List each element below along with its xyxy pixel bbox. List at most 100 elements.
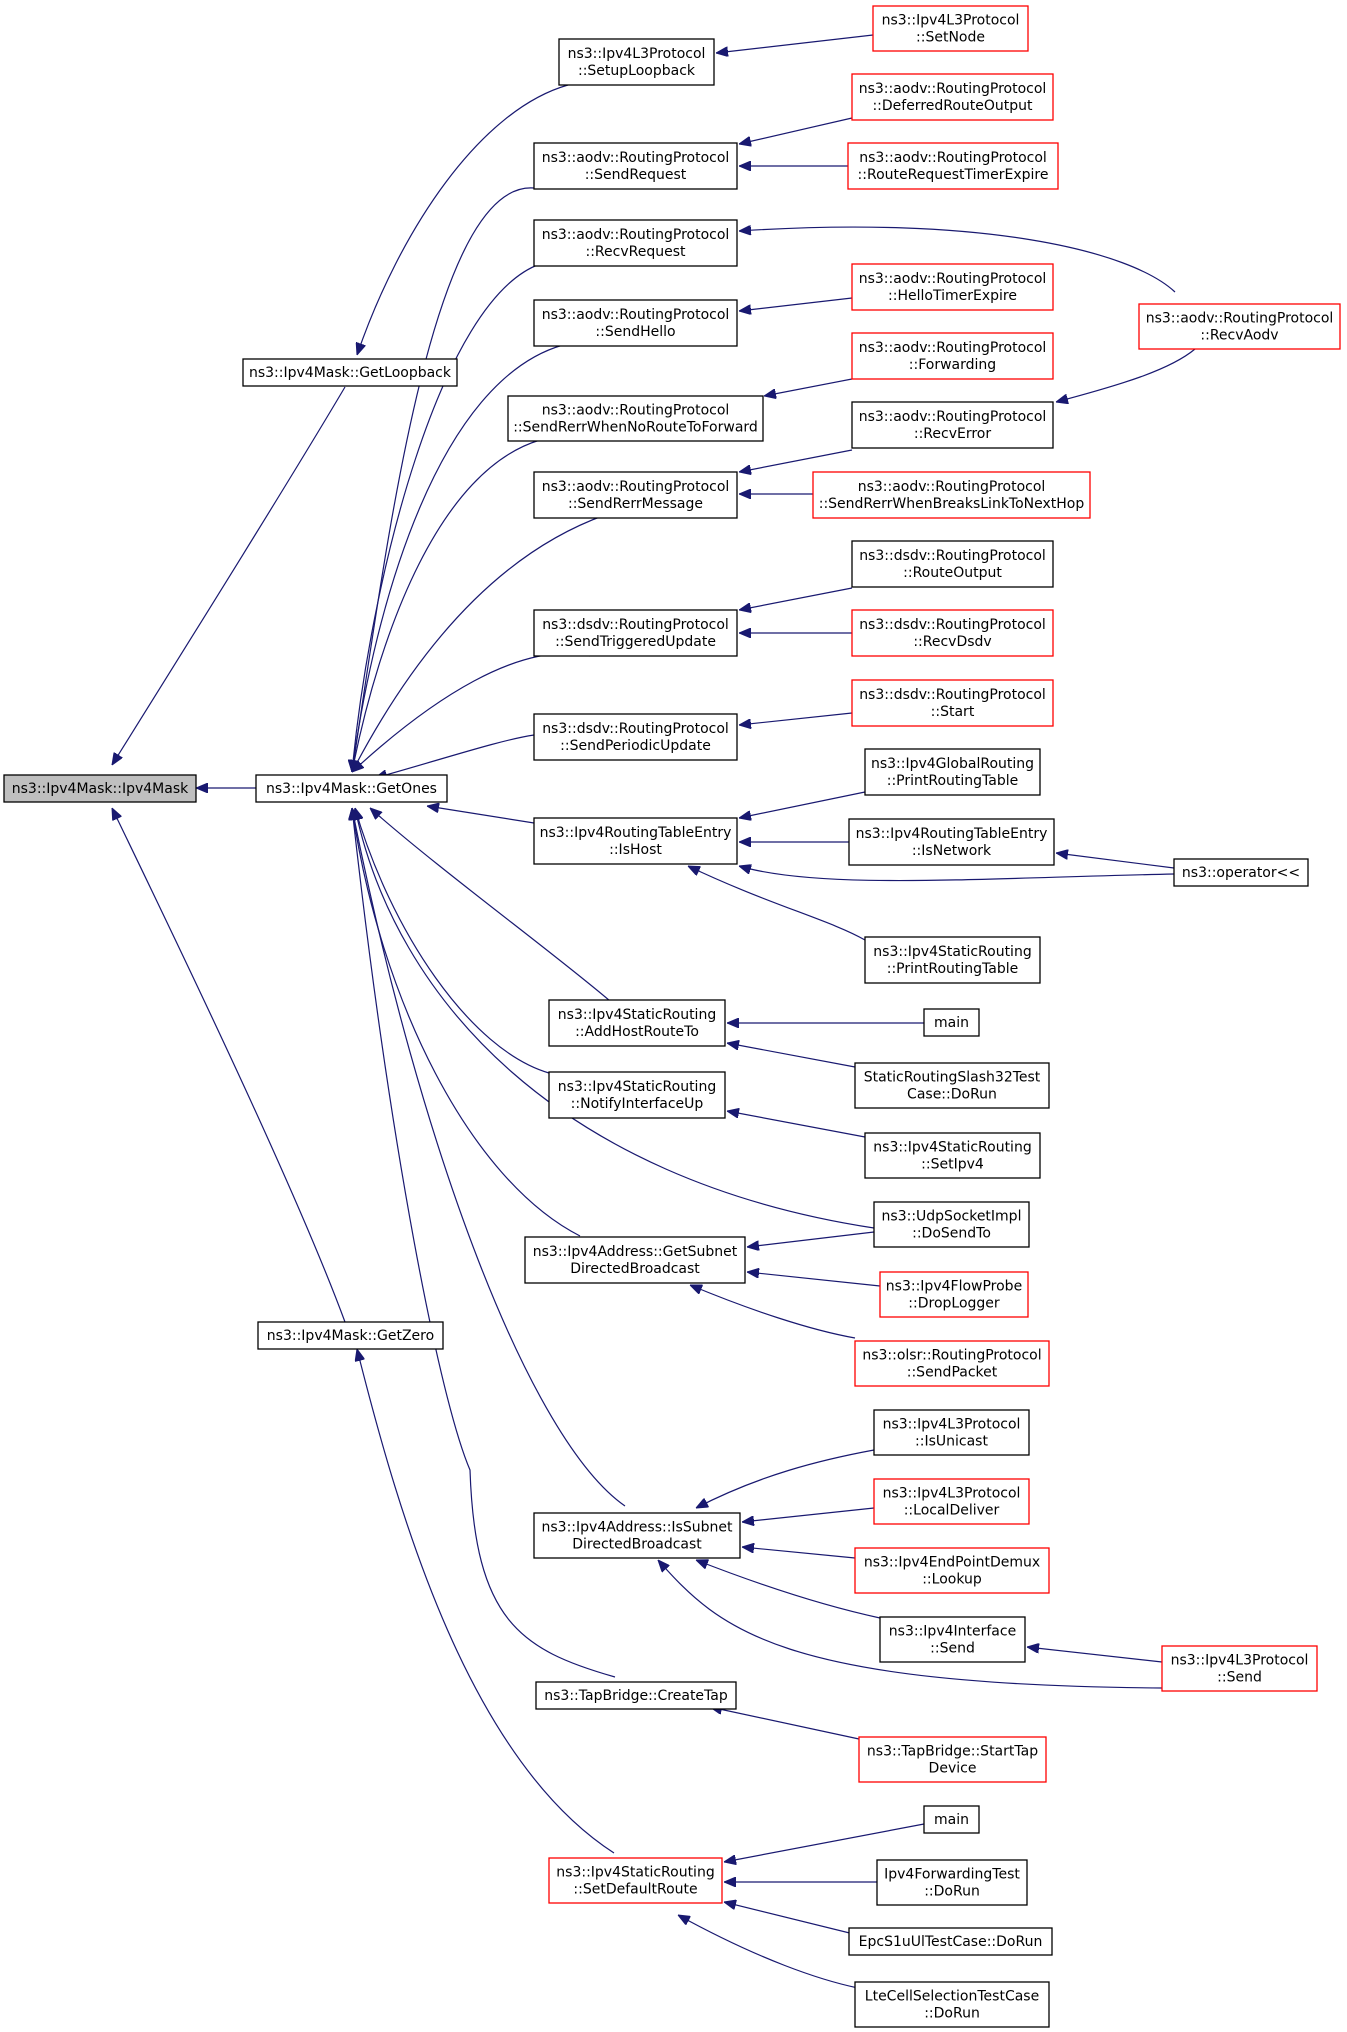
node-issubnetdirectedbroadcast[interactable]: ns3::Ipv4Address::IsSubnetDirectedBroadc… <box>533 1512 741 1559</box>
node-sendhello[interactable]: ns3::aodv::RoutingProtocol::SendHello <box>533 299 738 347</box>
node-recvrequest[interactable]: ns3::aodv::RoutingProtocol::RecvRequest <box>533 219 738 267</box>
node-sendrerrwhennoroutetoforward[interactable]: ns3::aodv::RoutingProtocol::SendRerrWhen… <box>507 395 764 442</box>
node-label-line: ns3::aodv::RoutingProtocol <box>1146 311 1334 327</box>
node-ishost[interactable]: ns3::Ipv4RoutingTableEntry::IsHost <box>533 817 738 865</box>
node-label-line: ns3::UdpSocketImpl <box>882 1209 1022 1225</box>
node-label-line: ns3::Ipv4RoutingTableEntry <box>856 826 1048 842</box>
node-box <box>851 540 1054 588</box>
node-dsdv-routeoutput[interactable]: ns3::dsdv::RoutingProtocol::RouteOutput <box>851 540 1054 588</box>
node-label-line: main <box>934 1015 969 1031</box>
node-sendrerrwhenbreakslinktonexthop[interactable]: ns3::aodv::RoutingProtocol::SendRerrWhen… <box>812 471 1091 519</box>
node-recverror[interactable]: ns3::aodv::RoutingProtocol::RecvError <box>851 401 1054 449</box>
node-box <box>851 332 1054 380</box>
node-label-line: ::Forwarding <box>909 357 996 373</box>
node-ipv4interface-send[interactable]: ns3::Ipv4Interface::Send <box>879 1616 1026 1663</box>
node-label-line: ns3::Ipv4Address::GetSubnet <box>533 1244 738 1260</box>
edge <box>112 386 346 765</box>
node-recvaodv[interactable]: ns3::aodv::RoutingProtocol::RecvAodv <box>1138 303 1341 350</box>
node-label-line: ns3::dsdv::RoutingProtocol <box>542 617 729 633</box>
edge <box>727 1043 856 1068</box>
node-staticrouting-printroutingtable[interactable]: ns3::Ipv4StaticRouting::PrintRoutingTabl… <box>864 936 1041 984</box>
node-label-line: ns3::aodv::RoutingProtocol <box>542 150 730 166</box>
node-isnetwork[interactable]: ns3::Ipv4RoutingTableEntry::IsNetwork <box>848 818 1055 866</box>
node-dsdv-start[interactable]: ns3::dsdv::RoutingProtocol::Start <box>851 679 1054 727</box>
node-ipv4l3protocol-send[interactable]: ns3::Ipv4L3Protocol::Send <box>1161 1645 1318 1692</box>
node-label-line: ::DoRun <box>924 2006 980 2022</box>
node-label-line: ns3::Ipv4Interface <box>889 1624 1016 1640</box>
node-dsdv-recvdsdv[interactable]: ns3::dsdv::RoutingProtocol::RecvDsdv <box>851 609 1054 657</box>
node-label-line: ns3::Ipv4L3Protocol <box>568 46 706 62</box>
edge <box>739 866 1175 882</box>
node-label-line: Case::DoRun <box>907 1087 997 1103</box>
node-box <box>873 1478 1030 1525</box>
node-label-line: EpcS1uUlTestCase::DoRun <box>859 1934 1043 1950</box>
node-routerequesttimerexpire[interactable]: ns3::aodv::RoutingProtocol::RouteRequest… <box>847 142 1059 190</box>
node-ltecellselectiontestcase[interactable]: LteCellSelectionTestCase::DoRun <box>854 1981 1050 2028</box>
edge <box>710 1707 860 1740</box>
node-isunicast[interactable]: ns3::Ipv4L3Protocol::IsUnicast <box>873 1409 1030 1456</box>
node-sendrequest[interactable]: ns3::aodv::RoutingProtocol::SendRequest <box>533 142 738 190</box>
node-box <box>858 1736 1047 1783</box>
node-setdefaultroute[interactable]: ns3::Ipv4StaticRouting::SetDefaultRoute <box>548 1857 723 1904</box>
node-label-line: ns3::aodv::RoutingProtocol <box>859 81 1047 97</box>
node-deferredrouteoutput[interactable]: ns3::aodv::RoutingProtocol::DeferredRout… <box>851 73 1054 121</box>
node-box <box>1138 303 1341 350</box>
node-udpsocketimpl-dosendto[interactable]: ns3::UdpSocketImpl::DoSendTo <box>873 1201 1030 1248</box>
edge <box>716 34 874 53</box>
node-getsubnetdirectedbroadcast[interactable]: ns3::Ipv4Address::GetSubnetDirectedBroad… <box>524 1236 746 1284</box>
node-setnode[interactable]: ns3::Ipv4L3Protocol::SetNode <box>872 5 1029 52</box>
node-ipv4mask-getloopback[interactable]: ns3::Ipv4Mask::GetLoopback <box>242 358 458 387</box>
edge <box>724 1823 925 1862</box>
node-dsdv-sendperiodicupdate[interactable]: ns3::dsdv::RoutingProtocol::SendPeriodic… <box>533 713 738 761</box>
node-droplogger[interactable]: ns3::Ipv4FlowProbe::DropLogger <box>879 1271 1029 1318</box>
node-ipv4mask-ipv4mask[interactable]: ns3::Ipv4Mask::Ipv4Mask <box>3 774 197 803</box>
edge <box>370 808 611 1002</box>
edge <box>696 1560 881 1619</box>
node-label-line: ::SetupLoopback <box>578 63 696 79</box>
node-label-line: ns3::dsdv::RoutingProtocol <box>859 617 1046 633</box>
node-setuploopback[interactable]: ns3::Ipv4L3Protocol::SetupLoopback <box>558 38 715 86</box>
node-operator[interactable]: ns3::operator<< <box>1173 858 1309 887</box>
node-label-line: StaticRoutingSlash32Test <box>864 1070 1041 1086</box>
node-box <box>864 1132 1041 1179</box>
node-main-1[interactable]: main <box>923 1008 980 1037</box>
node-box <box>1161 1645 1318 1692</box>
node-label-line: ns3::Ipv4Mask::GetZero <box>267 1328 434 1344</box>
node-olsr-sendpacket[interactable]: ns3::olsr::RoutingProtocol::SendPacket <box>854 1340 1050 1387</box>
node-label-line: ns3::aodv::RoutingProtocol <box>542 403 730 419</box>
edge <box>352 808 581 1237</box>
node-ipv4mask-getzero[interactable]: ns3::Ipv4Mask::GetZero <box>257 1321 444 1350</box>
node-label-line: ns3::aodv::RoutingProtocol <box>542 307 730 323</box>
node-label-line: ns3::Ipv4StaticRouting <box>873 944 1031 960</box>
node-sendrerrmessage[interactable]: ns3::aodv::RoutingProtocol::SendRerrMess… <box>533 471 738 519</box>
node-dsdv-sendtriggeredupdate[interactable]: ns3::dsdv::RoutingProtocol::SendTriggere… <box>533 609 738 657</box>
node-box <box>847 142 1059 190</box>
node-localdeliver[interactable]: ns3::Ipv4L3Protocol::LocalDeliver <box>873 1478 1030 1525</box>
node-box <box>257 1321 444 1350</box>
node-epcs1uultestcase[interactable]: EpcS1uUlTestCase::DoRun <box>848 1927 1053 1956</box>
node-label-line: ns3::Ipv4L3Protocol <box>882 13 1020 29</box>
node-box <box>548 1857 723 1904</box>
node-label-line: ::SendRerrWhenBreaksLinkToNextHop <box>819 496 1085 512</box>
node-setipv4[interactable]: ns3::Ipv4StaticRouting::SetIpv4 <box>864 1132 1041 1179</box>
node-box <box>848 1927 1053 1956</box>
node-ipv4forwardingtest[interactable]: Ipv4ForwardingTest::DoRun <box>876 1859 1028 1906</box>
edge <box>739 117 853 144</box>
node-forwarding[interactable]: ns3::aodv::RoutingProtocol::Forwarding <box>851 332 1054 380</box>
node-box <box>533 609 738 657</box>
node-notifyinterfaceup[interactable]: ns3::Ipv4StaticRouting::NotifyInterfaceU… <box>548 1071 726 1119</box>
node-endpointdemux-lookup[interactable]: ns3::Ipv4EndPointDemux::Lookup <box>854 1547 1050 1594</box>
node-globalrouting-printroutingtable[interactable]: ns3::Ipv4GlobalRouting::PrintRoutingTabl… <box>864 748 1041 796</box>
node-addhostrouteto[interactable]: ns3::Ipv4StaticRouting::AddHostRouteTo <box>548 999 726 1047</box>
node-label-line: ns3::Ipv4Mask::Ipv4Mask <box>12 781 189 797</box>
node-label-line: ns3::Ipv4L3Protocol <box>883 1417 1021 1433</box>
node-label-line: ::PrintRoutingTable <box>887 773 1019 789</box>
node-hellotimerexpire[interactable]: ns3::aodv::RoutingProtocol::HelloTimerEx… <box>851 263 1054 311</box>
node-ipv4mask-getones[interactable]: ns3::Ipv4Mask::GetOnes <box>255 774 448 803</box>
edge <box>747 1272 881 1287</box>
node-createtap[interactable]: ns3::TapBridge::CreateTap <box>535 1681 737 1710</box>
node-main-2[interactable]: main <box>923 1805 980 1834</box>
node-label-line: DirectedBroadcast <box>572 1537 702 1553</box>
